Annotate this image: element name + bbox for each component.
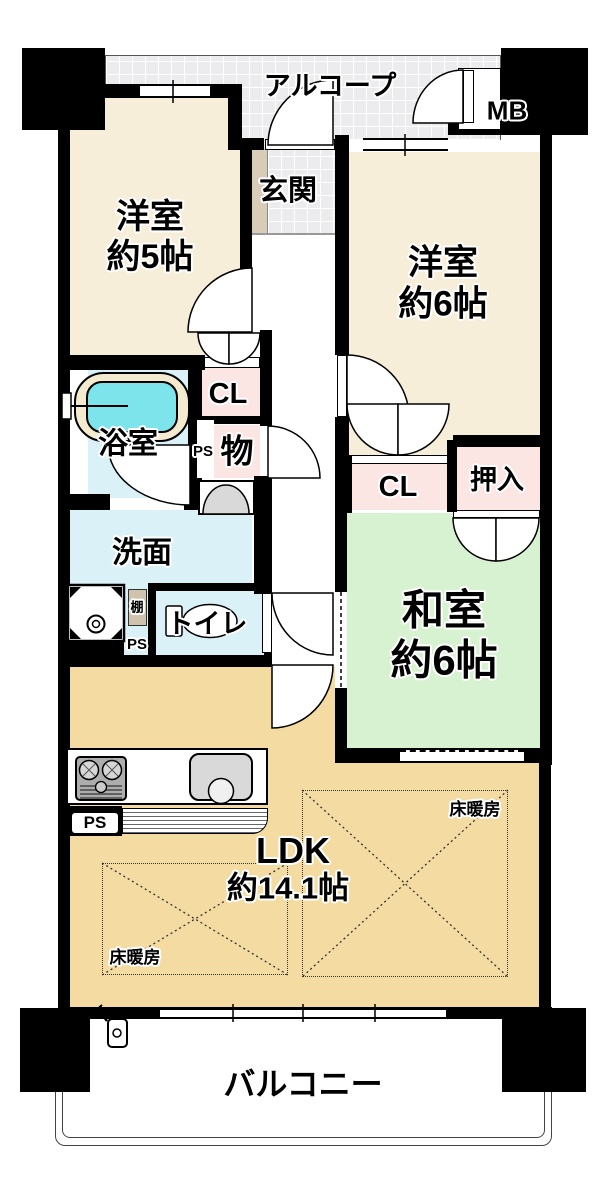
alcove-label: アルコープ [263, 71, 397, 102]
wall [335, 417, 349, 457]
sink-icon [189, 753, 253, 805]
wall [335, 135, 349, 355]
toilet-label: トイレ [166, 609, 248, 640]
oshiire-area [453, 447, 540, 510]
washing-machine-icon [66, 583, 126, 643]
kitchen-front-panel [122, 808, 268, 834]
genkan-label: 玄関 [258, 174, 318, 207]
bathtub-faucet-icon [61, 392, 139, 443]
floor-heating-left-zone [102, 863, 288, 975]
shelf-box [128, 589, 147, 626]
ps-hall-shaft [197, 420, 214, 478]
closet-right-door-arc [346, 403, 399, 456]
western-room-5-size: 約5帖 [106, 238, 194, 276]
floor-heating-left-label: 床暖房 [109, 947, 161, 967]
floor-heating-right-label: 床暖房 [449, 799, 501, 819]
hall-ldk-door-arc [271, 664, 334, 729]
balcony-faucet-icon [92, 1004, 128, 1048]
western-room-6-name: 洋室 [407, 243, 478, 283]
wall [228, 138, 264, 150]
bathroom-door-arc [107, 444, 191, 506]
wall [58, 494, 110, 510]
genkan-hall-edge [242, 233, 335, 235]
floor-heating-right-zone [302, 790, 508, 977]
column-top-right [501, 48, 588, 135]
shelf-label: 棚 [130, 599, 144, 615]
wall [58, 355, 205, 370]
balcony-label: バルコニー [223, 1066, 383, 1103]
wall [228, 84, 242, 142]
toilet-icon [165, 603, 238, 639]
entrance-door-arc [267, 79, 334, 146]
ldk-area-main [335, 763, 539, 1008]
toilet-door-arc [271, 592, 334, 656]
closet-left-door-arc [228, 332, 261, 365]
wall [335, 513, 347, 593]
closet-left-label: CL [208, 377, 248, 410]
storage-door-arc [267, 425, 321, 479]
ps-hall-label: PS [192, 443, 214, 461]
storage-label: 物 [220, 432, 254, 470]
japanese-room-label: 和室 約6帖 [390, 585, 497, 684]
japanese-room-size: 約6帖 [390, 636, 498, 683]
wall [254, 476, 272, 594]
closet-left-door-arc [197, 332, 230, 365]
floor-heating-cross [101, 789, 509, 978]
ps-kitchen-label: PS [83, 812, 107, 832]
japanese-room-name: 和室 [401, 586, 487, 634]
window-ticks [172, 80, 406, 1022]
wall [447, 440, 457, 512]
oshiire-label: 押入 [470, 465, 524, 496]
wall [198, 416, 260, 424]
western5-door-arc [187, 267, 253, 333]
wall [453, 435, 540, 447]
meter-box-label: MB [486, 95, 528, 126]
western-room-5-name: 洋室 [115, 197, 184, 236]
japanese-sliding-door [400, 750, 524, 761]
wall [335, 688, 347, 750]
western-room-6-label: 洋室 約6帖 [398, 243, 487, 326]
column-bottom-right [502, 1008, 586, 1092]
wall [335, 455, 352, 513]
closet-right-area [347, 464, 450, 510]
japanese-room-opening [335, 592, 347, 688]
stove-icon [75, 756, 127, 801]
ldk-size-label: 約14.1帖 [226, 870, 350, 906]
column-bottom-left [20, 1008, 90, 1092]
closet-right-label: CL [378, 470, 418, 503]
ps-kitchen-box [72, 813, 118, 833]
oshiire-door-arc [452, 517, 497, 562]
wall [539, 763, 551, 1013]
shoe-cabinet-dome [202, 484, 250, 515]
western-room-5-label: 洋室 約5帖 [107, 197, 194, 277]
storage-area [214, 425, 260, 478]
column-top-left [22, 48, 105, 130]
ldk-label: LDK [256, 829, 330, 871]
washroom-label: 洗面 [112, 536, 172, 570]
closet-left-area [198, 368, 260, 418]
window-west5 [140, 84, 210, 98]
wall [58, 655, 272, 667]
western-room-6-size: 約6帖 [398, 285, 488, 324]
oshiire-door-arc [495, 517, 540, 562]
meter-box-door-arc [412, 69, 464, 124]
wall [260, 330, 272, 426]
ps-washroom-label: PS [126, 636, 148, 654]
wall [540, 135, 552, 765]
bath-label: 浴室 [98, 427, 158, 461]
closet-right-door-arc [397, 403, 450, 456]
